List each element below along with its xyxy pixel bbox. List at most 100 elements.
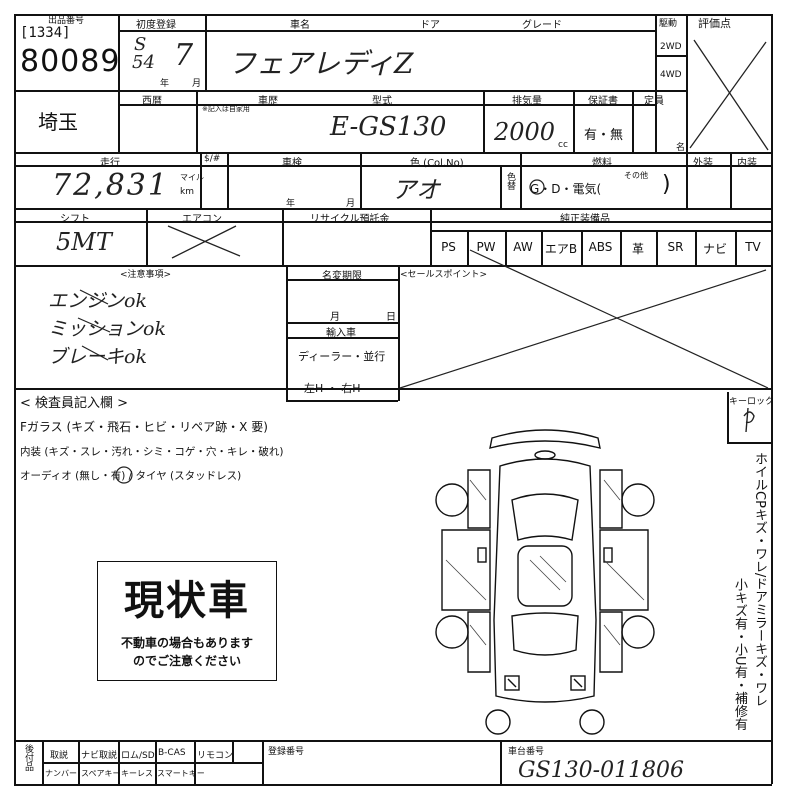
equipment-ps: PS (441, 240, 456, 254)
recycle-label: リサイクル預託金 (310, 214, 390, 225)
first-reg-year: 54 (132, 52, 155, 73)
v-row3-f (686, 152, 688, 208)
right-door-panel (599, 529, 649, 611)
front-bumper-shape (489, 429, 601, 449)
displacement-label: 排気量 (512, 96, 542, 107)
audio-line: オーディオ (無し・有) / タイヤ (スタッドレス) (20, 470, 242, 482)
reg-number-label: 登録番号 (268, 747, 305, 757)
item-spare-key: スペアキー (81, 769, 121, 778)
sales-point-label: <セールスポイント> (400, 270, 488, 280)
import-dealer: ディーラー・並行 (298, 350, 386, 363)
mileage-value: 72,831 (52, 168, 169, 203)
aircon-cross-mark (167, 225, 241, 259)
first-reg-year-unit: 年 (160, 79, 170, 89)
inspection-year: 年 (286, 199, 296, 209)
mileage-unit-km: km (180, 187, 194, 197)
equipment-label: 純正装備品 (560, 214, 610, 225)
item-smart-key: スマートキー (157, 769, 205, 778)
category-label: 車歴 (258, 96, 278, 107)
row3-header-sep (14, 165, 772, 167)
item-rom-sd: ロム/SD (121, 751, 155, 761)
frame-left (14, 14, 16, 784)
eq-div-8 (735, 230, 737, 265)
keylock-bottom (727, 442, 772, 444)
wheel-bottom-right (579, 709, 605, 735)
namechange-sep (286, 279, 398, 281)
fuel-label: 燃料 (592, 158, 612, 169)
import-bottom (286, 400, 398, 402)
left-front-fender (467, 469, 491, 529)
mirror-left (477, 547, 487, 563)
fuel-close: ) (662, 172, 671, 197)
fuel-g-circle-mark (529, 179, 545, 195)
caution-line-engine: エンジンok (48, 290, 147, 312)
eq-div-5 (620, 230, 622, 265)
v-row1-d (686, 14, 688, 152)
rear-window-shape (511, 612, 579, 656)
v-row4-c (430, 208, 432, 265)
category-note: ※記入は自家用 (202, 105, 250, 113)
item-bcas: B-CAS (158, 748, 186, 758)
first-reg-month: 7 (174, 38, 194, 73)
import-label: 輸入車 (326, 328, 356, 339)
v-row2-a (196, 90, 198, 152)
sh-label: $/# (204, 154, 221, 164)
side-note-damage: 小キズ有・小U有・補修有 (732, 578, 747, 731)
equipment-sr: SR (667, 240, 684, 254)
item-navi-manual: ナビ取説 (81, 751, 118, 761)
import-sep (286, 322, 398, 324)
v-foot-h (500, 740, 502, 784)
condition-stamp: 現状車 不動車の場合もあります のでご注意ください (97, 561, 277, 681)
v-row2-b (483, 90, 485, 152)
interior-line: 内装 (キズ・スレ・汚れ・シミ・コゲ・穴・キレ・破れ) (20, 446, 284, 458)
drive-4wd: 4WD (660, 70, 682, 80)
wheel-front-left (435, 483, 469, 517)
door-label: ドア (420, 20, 440, 31)
import-header-sep (286, 337, 398, 339)
keylock-label: キーロック (729, 397, 775, 407)
keylock-mark (743, 407, 755, 433)
item-remote: リモコン (197, 751, 234, 761)
exhibit-label: 出品番号 (48, 16, 85, 26)
roof-shape (517, 545, 573, 607)
keylock-left (727, 392, 729, 442)
wheel-rear-right (621, 615, 655, 649)
v-foot-g (262, 740, 264, 784)
first-reg-month-unit: 月 (192, 79, 202, 89)
v-row4-a (146, 208, 148, 265)
v-foot-f (232, 740, 234, 762)
equipment-aw: AW (513, 240, 533, 254)
stamp-title: 現状車 (124, 578, 250, 624)
item-number-plate: ナンバー (45, 769, 77, 778)
score-label: 評価点 (698, 17, 731, 30)
name-change-month: 月 (330, 312, 340, 323)
drive-label: 駆動 (659, 19, 678, 29)
v-notes-b (398, 265, 400, 401)
tail-lamp-right (570, 675, 586, 691)
fuel-options: G・D・電気( (530, 182, 602, 196)
item-keyless: キーレス (121, 769, 153, 778)
fuel-other: その他 (624, 171, 648, 180)
inspection-label: 車検 (282, 158, 302, 169)
first-reg-label: 初度登録 (136, 20, 176, 31)
car-damage-diagram (435, 429, 655, 735)
caution-line-transmission: ミッションok (48, 318, 166, 340)
right-front-fender (599, 469, 623, 529)
lot-code: [1334] (20, 25, 71, 41)
chassis-value: GS130-011806 (518, 758, 685, 783)
row4-sep (14, 265, 772, 267)
color-change: 色替 (505, 172, 515, 190)
displacement-unit: cc (558, 140, 568, 150)
row2-sep (14, 152, 772, 154)
row2-header-sep (118, 104, 655, 106)
caution-line-brake: ブレーキok (48, 346, 147, 368)
first-reg-era: S (134, 34, 147, 55)
v-row1-a (118, 14, 120, 152)
capacity-unit: 名 (676, 143, 686, 153)
interior-label: 内装 (737, 158, 757, 169)
v-row2-c (573, 90, 575, 152)
wheel-bottom-left (485, 709, 511, 735)
equipment-leather: 革 (631, 242, 644, 256)
color-label: 色 (Col.No) (410, 158, 464, 169)
